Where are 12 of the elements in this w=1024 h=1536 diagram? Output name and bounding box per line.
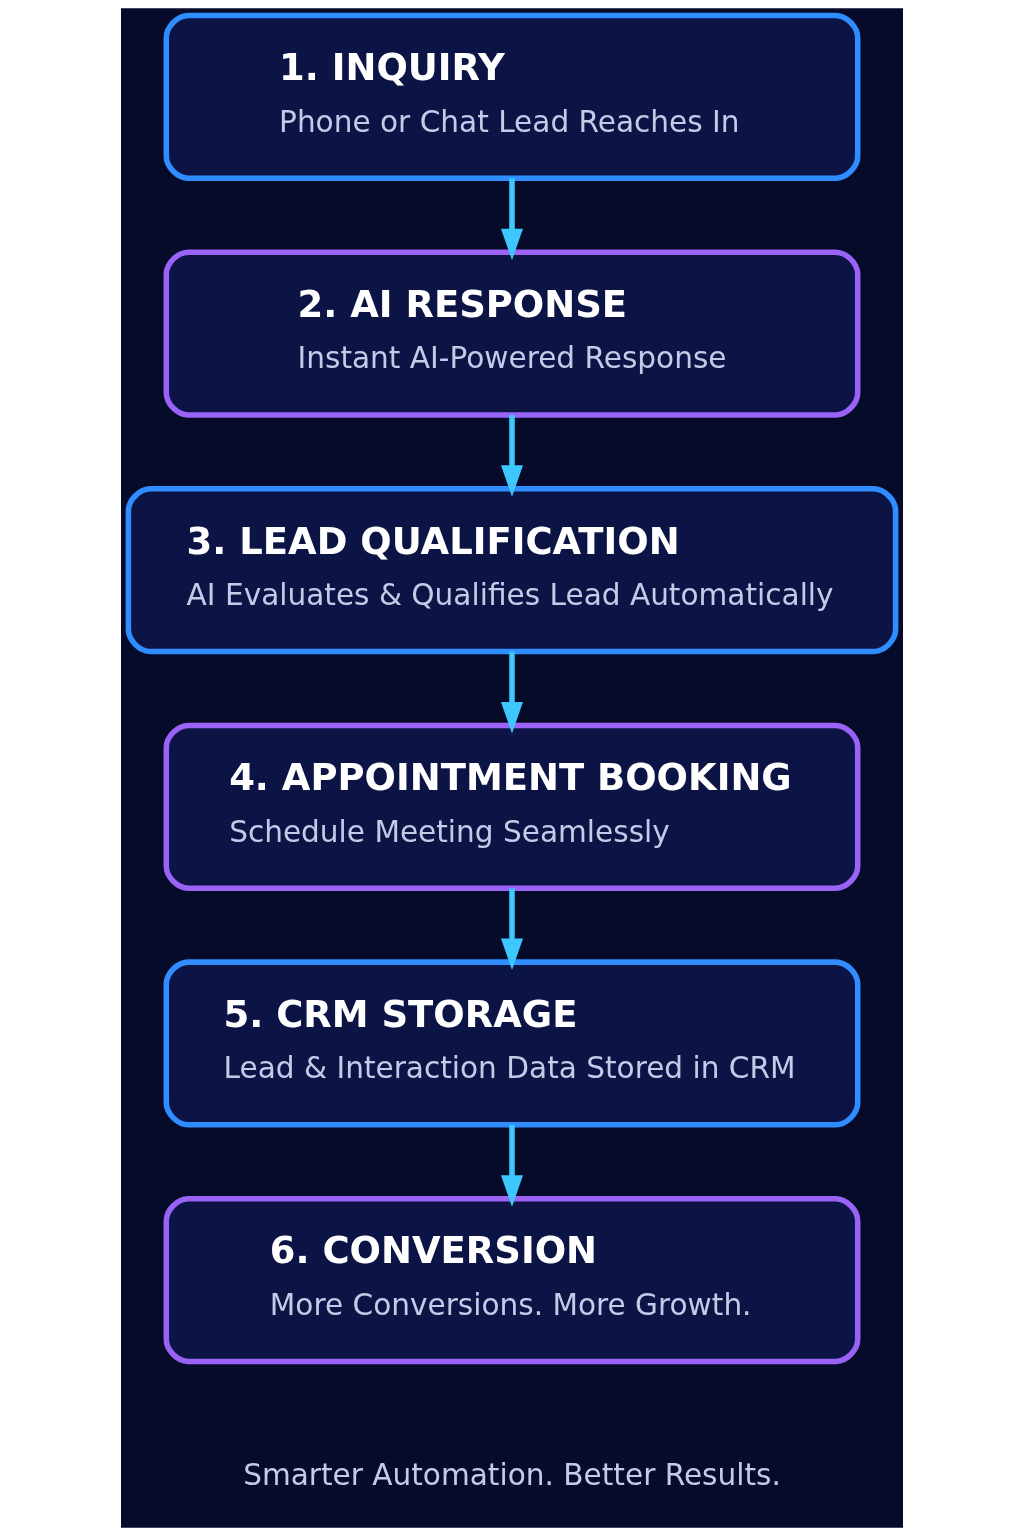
- arrow: [500, 651, 524, 734]
- node-box: 3. LEAD QUALIFICATION AI Evaluates & Qualifies Lead Automatically: [125, 486, 899, 655]
- arrow: [500, 178, 524, 261]
- label: Smarter Automation. Better Results.: [243, 1457, 781, 1492]
- arrow: [500, 1124, 524, 1207]
- node-box: 2. AI RESPONSE Instant AI-Powered Response: [163, 249, 861, 418]
- node-box: 1. INQUIRY Phone or Chat Lead Reaches In: [163, 12, 861, 182]
- node-box: 4. APPOINTMENT BOOKING Schedule Meeting Seamlessly: [163, 722, 861, 891]
- node-box: 5. CRM STORAGE Lead & Interaction Data Stored in CRM: [163, 959, 861, 1128]
- arrow: [500, 414, 524, 497]
- arrow: [500, 888, 524, 971]
- node-box: 6. CONVERSION More Conversions. More Growth.: [163, 1195, 861, 1365]
